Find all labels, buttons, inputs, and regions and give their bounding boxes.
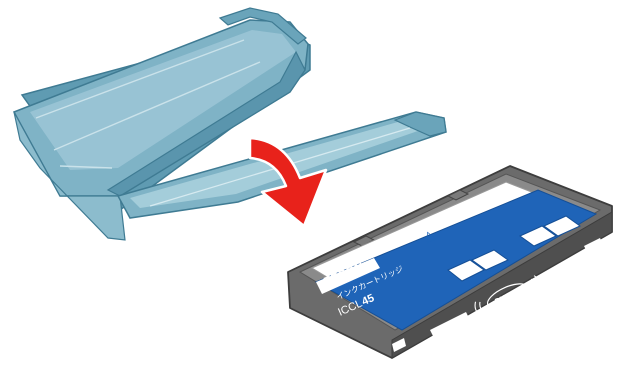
ink-cartridge: △ EPSON インクカートリッジ ICCL 45 PUSH bbox=[288, 166, 612, 358]
